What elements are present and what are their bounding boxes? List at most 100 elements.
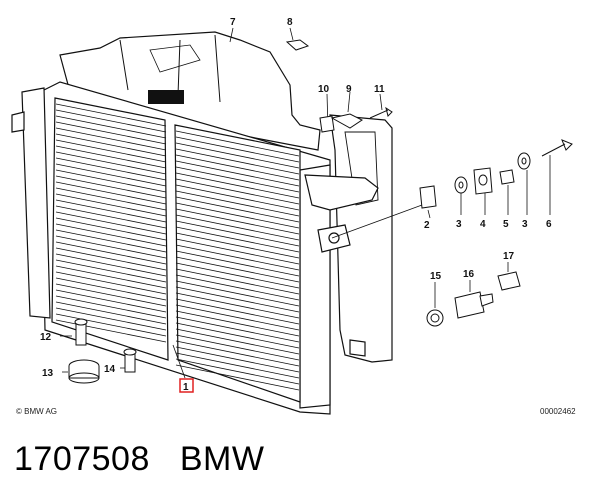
- fin-line: [55, 235, 167, 259]
- fin-line: [55, 109, 167, 133]
- fin-line: [175, 208, 300, 235]
- callout-17: 17: [503, 251, 515, 262]
- fin-line: [175, 304, 300, 331]
- callout-10: 10: [318, 84, 330, 95]
- fin-line: [55, 283, 167, 307]
- fin-line: [175, 148, 300, 175]
- radiator-core: [11, 81, 379, 415]
- callout-5: 5: [503, 219, 509, 230]
- callout-labels: 7 8 10 9 11 2 3 4 5 3 6 15 16 17 12 13 1…: [16, 17, 576, 416]
- fin-line: [175, 190, 300, 217]
- fin-line: [175, 214, 300, 241]
- copyright: © BMW AG: [16, 407, 57, 416]
- fin-line: [55, 271, 167, 295]
- fin-line: [175, 178, 300, 205]
- callout-11: 11: [374, 84, 385, 95]
- fin-line: [55, 187, 167, 211]
- fin-line: [175, 268, 300, 295]
- fin-line: [55, 157, 167, 181]
- callout-13: 13: [42, 368, 54, 379]
- radiator-fins-right: [175, 130, 300, 391]
- callout-15: 15: [430, 271, 442, 282]
- fin-line: [55, 169, 167, 193]
- callout-14: 14: [104, 364, 116, 375]
- fin-line: [175, 262, 300, 289]
- callout-3a: 3: [456, 219, 462, 230]
- fin-line: [55, 193, 167, 217]
- fin-line: [55, 289, 167, 313]
- fin-line: [55, 301, 167, 325]
- brand-name: BMW: [179, 440, 265, 478]
- fin-line: [175, 142, 300, 169]
- fin-line: [175, 172, 300, 199]
- fin-line: [55, 163, 167, 187]
- fin-line: [55, 139, 167, 163]
- fin-line: [175, 280, 300, 307]
- fin-line: [55, 217, 167, 241]
- fin-line: [55, 259, 167, 283]
- callout-1-highlight: [179, 378, 194, 393]
- callout-7: 7: [230, 17, 236, 28]
- fin-line: [55, 277, 167, 301]
- fin-line: [55, 151, 167, 175]
- drawing-number: 00002462: [540, 407, 576, 416]
- fin-line: [55, 253, 167, 277]
- fin-line: [55, 307, 167, 331]
- fin-line: [175, 238, 300, 265]
- parts-diagram: 7 8 10 9 11 2 3 4 5 3 6 15 16 17 12 13 1…: [11, 17, 576, 416]
- fin-line: [175, 322, 300, 349]
- fin-line: [175, 298, 300, 325]
- fin-line: [55, 127, 167, 151]
- radiator-fins-left: [55, 103, 167, 343]
- fin-line: [175, 160, 300, 187]
- fin-line: [175, 184, 300, 211]
- fin-line: [55, 199, 167, 223]
- fin-line: [175, 364, 300, 391]
- fin-line: [175, 166, 300, 193]
- fin-line: [175, 334, 300, 361]
- fin-line: [175, 340, 300, 367]
- callout-3b: 3: [522, 219, 528, 230]
- part-number: 1707508: [14, 440, 150, 478]
- fin-line: [175, 232, 300, 259]
- fin-line: [55, 319, 167, 343]
- fin-line: [175, 286, 300, 313]
- callout-9: 9: [346, 84, 352, 95]
- fin-line: [55, 133, 167, 157]
- fin-line: [55, 265, 167, 289]
- fin-line: [175, 130, 300, 157]
- fin-line: [175, 250, 300, 277]
- callout-16: 16: [463, 269, 475, 280]
- fin-line: [175, 358, 300, 385]
- fin-line: [175, 220, 300, 247]
- callout-6: 6: [546, 219, 552, 230]
- small-parts: [68, 39, 573, 384]
- fin-line: [55, 115, 167, 139]
- fin-line: [175, 310, 300, 337]
- fin-line: [175, 316, 300, 343]
- fin-line: [55, 175, 167, 199]
- fin-line: [175, 292, 300, 319]
- fin-line: [175, 274, 300, 301]
- fin-line: [175, 154, 300, 181]
- fin-line: [175, 226, 300, 253]
- part-caption: 1707508 BMW: [14, 440, 264, 479]
- fin-line: [175, 352, 300, 379]
- fin-line: [55, 181, 167, 205]
- fin-line: [55, 211, 167, 235]
- fin-line: [55, 145, 167, 169]
- fin-line: [55, 103, 167, 127]
- fin-line: [175, 256, 300, 283]
- fin-line: [175, 202, 300, 229]
- leader-lines: [60, 27, 551, 379]
- fin-line: [55, 229, 167, 253]
- fin-line: [55, 205, 167, 229]
- fin-line: [55, 223, 167, 247]
- fin-line: [175, 196, 300, 223]
- callout-8: 8: [287, 17, 293, 28]
- callout-1: 1: [183, 382, 189, 393]
- fin-line: [55, 121, 167, 145]
- fin-line: [55, 295, 167, 319]
- fin-line: [175, 244, 300, 271]
- fin-line: [55, 241, 167, 265]
